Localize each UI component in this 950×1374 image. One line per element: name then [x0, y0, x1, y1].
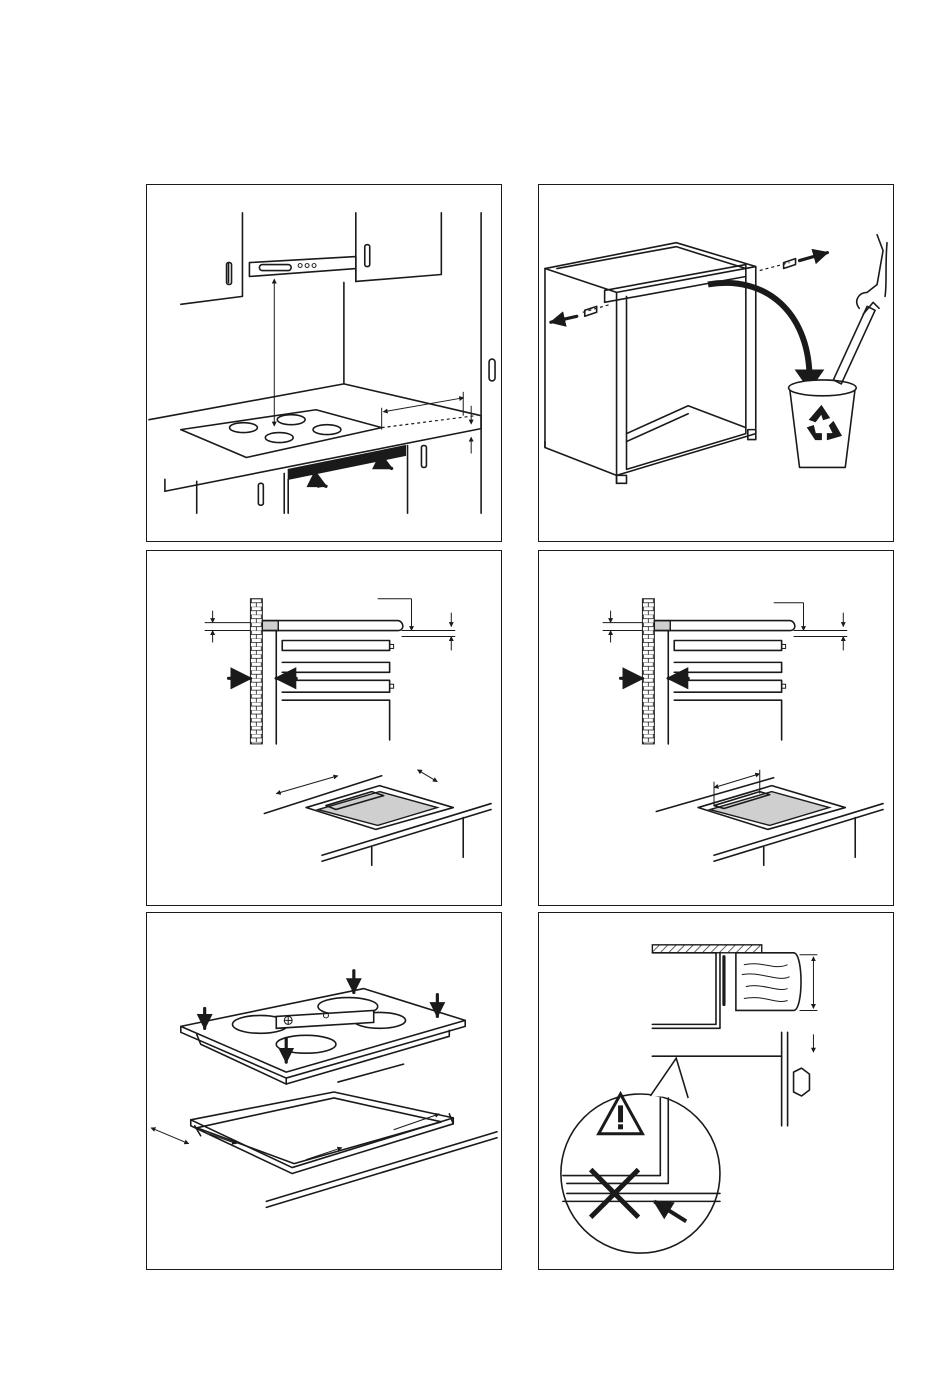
- hand-icon: [857, 235, 883, 309]
- ventilation-strip: [288, 446, 405, 480]
- cooker-hood: [249, 257, 355, 277]
- panel-worktop-warning: [538, 912, 894, 1270]
- panel-cutout-oven: [146, 550, 502, 906]
- panel-cutout-drawer: [538, 550, 894, 906]
- hob-clearance-diagram: [147, 185, 501, 541]
- detail-magnifier: [561, 1094, 720, 1253]
- dispose-arrow: [708, 283, 809, 374]
- brick-wall: [250, 599, 262, 744]
- worktop-section: [262, 621, 402, 631]
- cutout-oven-diagram: [147, 551, 501, 905]
- upper-cabinet-left: [181, 213, 243, 304]
- wood-worktop: [736, 953, 801, 1011]
- panel-hob-clearance: [146, 184, 502, 542]
- recycle-bin-icon: [790, 388, 856, 468]
- worktop-warning-diagram: [539, 913, 893, 1269]
- panel-remove-strip: [538, 184, 894, 542]
- glass-section: [652, 945, 761, 953]
- cabinet-diagram: [539, 185, 893, 541]
- cutout-drawer-diagram: [539, 551, 893, 905]
- hob-insertion-diagram: [147, 913, 501, 1269]
- panel-hob-insertion: [146, 912, 502, 1270]
